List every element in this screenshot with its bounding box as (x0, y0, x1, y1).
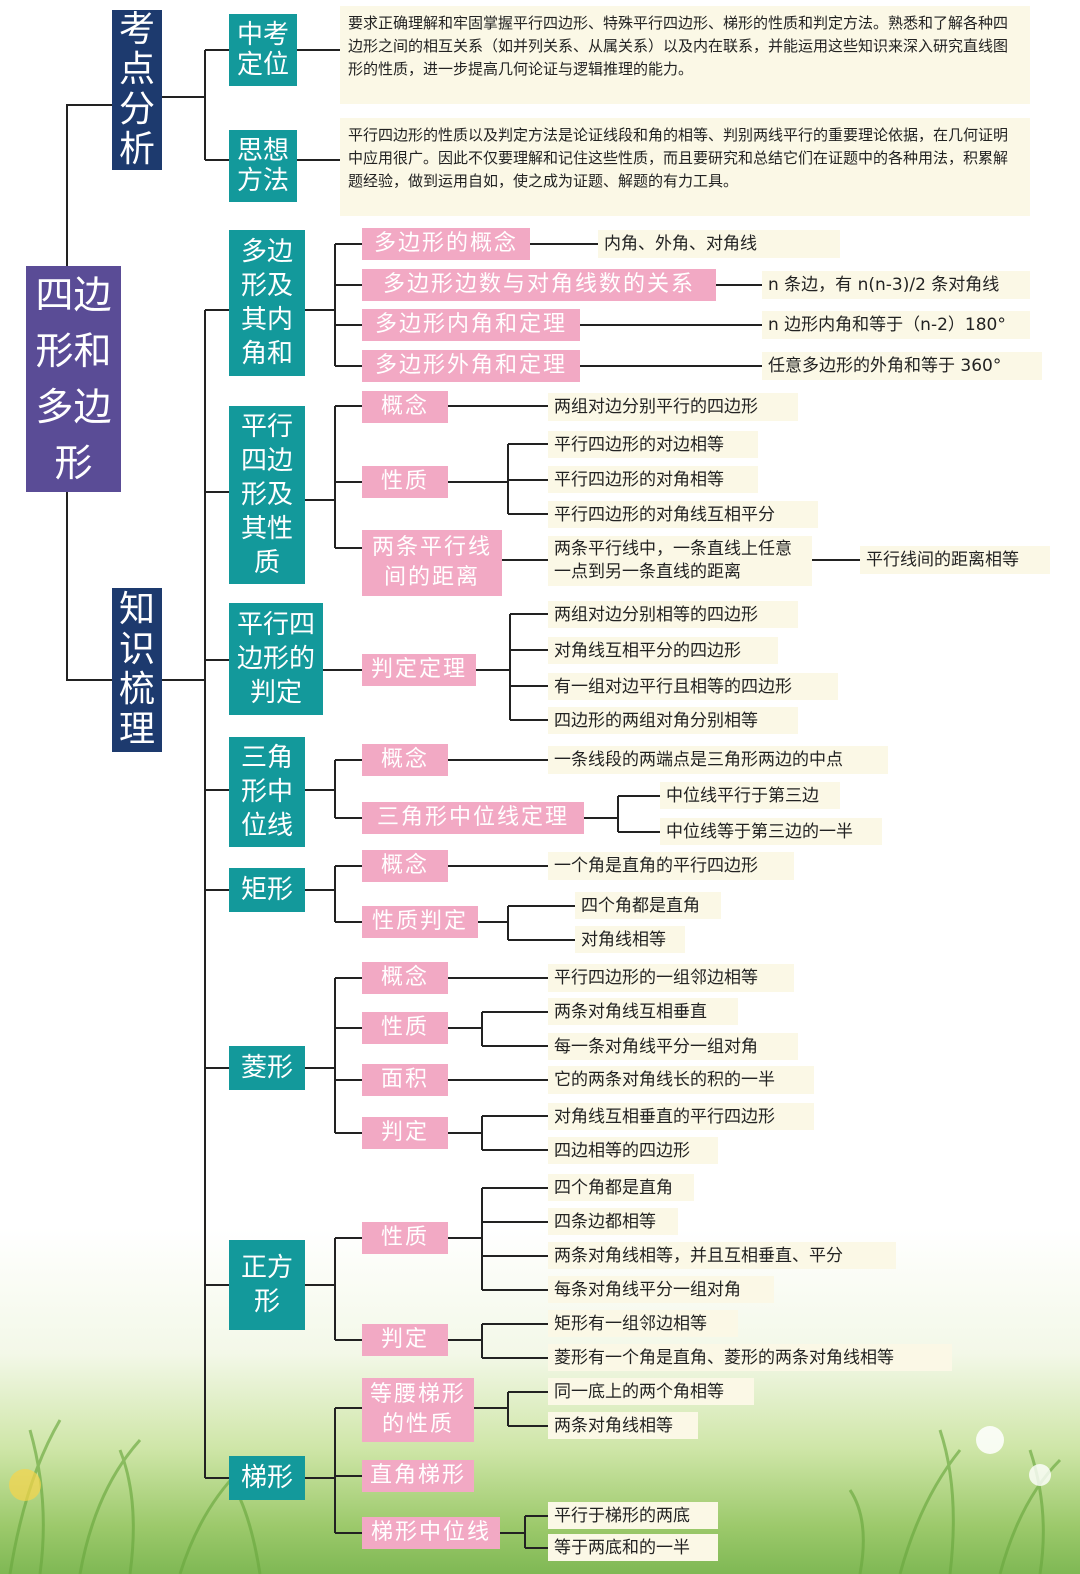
trapezoid-isosceles-item: 两条对角线相等 (548, 1412, 698, 1439)
parallelogram-property-item: 平行四边形的对角相等 (548, 466, 758, 493)
rhombus-concept-label: 概念 (362, 962, 448, 994)
root-title: 四边形和多边形 (26, 266, 121, 492)
rhombus-judge-item: 对角线互相垂直的平行四边形 (548, 1103, 814, 1130)
rhombus-concept-text: 平行四边形的一组邻边相等 (548, 964, 794, 992)
trapezoid-midline-item: 等于两底和的一半 (548, 1534, 718, 1561)
section-knowledge: 知识梳理 (112, 588, 162, 752)
midline-theorem-item: 中位线平行于第三边 (660, 782, 840, 809)
node-triangle-midline: 三角形中位线 (229, 737, 305, 847)
rectangle-concept-label: 概念 (362, 850, 448, 882)
trapezoid-right-label: 直角梯形 (362, 1460, 474, 1492)
midline-theorem-label: 三角形中位线定理 (362, 802, 584, 834)
trapezoid-isosceles-item: 同一底上的两个角相等 (548, 1378, 754, 1405)
polygon-diagonal-text: n 条边，有 n(n-3)/2 条对角线 (762, 271, 1030, 299)
grass-decoration (8, 1419, 1062, 1574)
flower-icon (9, 1469, 41, 1501)
polygon-exterior-label: 多边形外角和定理 (362, 350, 580, 382)
rhombus-property-item: 每一条对角线平分一组对角 (548, 1033, 798, 1060)
parallel-distance-result: 平行线间的距离相等 (860, 546, 1050, 574)
rhombus-judge-label: 判定 (362, 1117, 448, 1149)
midline-concept-text: 一条线段的两端点是三角形两边的中点 (548, 746, 888, 774)
midline-concept-label: 概念 (362, 744, 448, 776)
judge-theorem-label: 判定定理 (362, 654, 476, 686)
parallelogram-property-label: 性质 (362, 466, 448, 498)
polygon-diagonal-label: 多边形边数与对角线数的关系 (362, 269, 716, 301)
trapezoid-midline-item: 平行于梯形的两底 (548, 1502, 718, 1529)
node-parallelogram-judge: 平行四边形的判定 (229, 603, 323, 715)
midline-theorem-item: 中位线等于第三边的一半 (660, 818, 882, 845)
polygon-interior-text: n 边形内角和等于（n-2）180° (762, 311, 1030, 339)
judge-item: 对角线互相平分的四边形 (548, 637, 778, 664)
judge-item: 四边形的两组对角分别相等 (548, 707, 798, 734)
rhombus-area-text: 它的两条对角线长的积的一半 (548, 1066, 814, 1094)
flower-icon (976, 1426, 1004, 1454)
polygon-concept-text: 内角、外角、对角线 (598, 230, 840, 258)
square-property-label: 性质 (362, 1222, 448, 1254)
rectangle-concept-text: 一个角是直角的平行四边形 (548, 852, 794, 880)
trapezoid-isosceles-label: 等腰梯形的性质 (362, 1378, 474, 1442)
node-methods: 思想方法 (229, 130, 297, 202)
parallelogram-property-item: 平行四边形的对边相等 (548, 431, 758, 458)
square-property-item: 四条边都相等 (548, 1208, 678, 1235)
methods-text: 平行四边形的性质以及判定方法是论证线段和角的相等、判别两线平行的重要理论依据，在… (340, 118, 1030, 216)
node-positioning: 中考定位 (229, 14, 297, 86)
rhombus-property-label: 性质 (362, 1012, 448, 1044)
trapezoid-midline-label: 梯形中位线 (362, 1517, 500, 1549)
rectangle-judge-item: 四个角都是直角 (575, 892, 721, 919)
polygon-exterior-text: 任意多边形的外角和等于 360° (762, 352, 1042, 380)
node-parallelogram: 平行四边形及其性质 (229, 406, 305, 584)
rectangle-judge-label: 性质判定 (362, 906, 478, 938)
polygon-concept-label: 多边形的概念 (362, 228, 530, 260)
flower-icon (1029, 1464, 1051, 1486)
square-judge-item: 矩形有一组邻边相等 (548, 1310, 738, 1337)
node-polygon: 多边形及其内角和 (229, 230, 305, 376)
parallel-distance-text: 两条平行线中，一条直线上任意一点到另一条直线的距离 (548, 536, 812, 586)
square-judge-item: 菱形有一个角是直角、菱形的两条对角线相等 (548, 1344, 952, 1371)
square-property-item: 每条对角线平分一组对角 (548, 1276, 774, 1303)
square-judge-label: 判定 (362, 1324, 448, 1356)
judge-item: 两组对边分别相等的四边形 (548, 601, 798, 628)
section-exam-analysis: 考点分析 (112, 10, 162, 170)
parallelogram-concept-text: 两组对边分别平行的四边形 (548, 393, 798, 421)
node-square: 正方形 (229, 1240, 305, 1330)
rectangle-judge-item: 对角线相等 (575, 926, 685, 953)
positioning-text: 要求正确理解和牢固掌握平行四边形、特殊平行四边形、梯形的性质和判定方法。熟悉和了… (340, 6, 1030, 104)
rhombus-property-item: 两条对角线互相垂直 (548, 998, 738, 1025)
parallelogram-concept-label: 概念 (362, 391, 448, 423)
polygon-interior-label: 多边形内角和定理 (362, 309, 580, 341)
square-property-item: 四个角都是直角 (548, 1174, 694, 1201)
node-rhombus: 菱形 (229, 1046, 305, 1090)
node-rectangle: 矩形 (229, 868, 305, 912)
parallel-distance-label: 两条平行线间的距离 (362, 530, 502, 596)
square-property-item: 两条对角线相等，并且互相垂直、平分 (548, 1242, 896, 1269)
node-trapezoid: 梯形 (229, 1456, 305, 1500)
rhombus-judge-item: 四边相等的四边形 (548, 1137, 718, 1164)
parallelogram-property-item: 平行四边形的对角线互相平分 (548, 501, 818, 528)
rhombus-area-label: 面积 (362, 1064, 448, 1096)
judge-item: 有一组对边平行且相等的四边形 (548, 673, 838, 700)
